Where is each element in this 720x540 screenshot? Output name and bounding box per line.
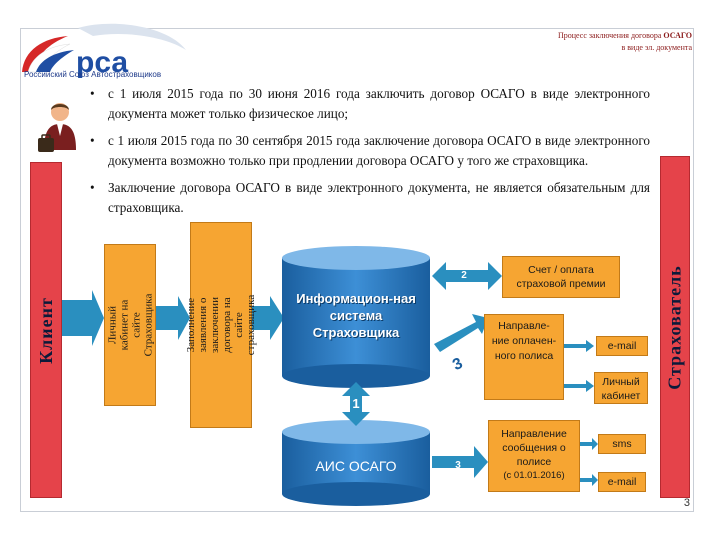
sms-box: sms [598,434,646,454]
header-line1-bold: ОСАГО [663,31,692,40]
number-3-lower: 3 [455,460,461,471]
slide-header: Процесс заключения договора ОСАГО в виде… [558,30,692,54]
info-system-cylinder [282,246,430,388]
arrow-to-email2 [580,474,598,486]
insured-label: Страхователь [664,264,685,390]
arrow-2 [432,262,502,290]
insured-bar: Страхователь [660,156,690,498]
header-line2: в виде эл. документа [621,43,692,52]
sending-message-box: Направление сообщения о полисе (с 01.01.… [488,420,580,492]
bullet-item: Заключение договора ОСАГО в виде электро… [88,178,650,217]
application-box: Заполнение заявления о заключении догово… [185,222,257,428]
email-box-2: e-mail [598,472,646,492]
sending-message-date: (с 01.01.2016) [503,470,565,481]
bullet-item: с 1 июля 2015 года по 30 июня 2016 года … [88,84,650,123]
ais-label: АИС ОСАГО [315,458,397,474]
bullet-item: с 1 июля 2015 года по 30 сентября 2015 г… [88,131,650,170]
bullet-list: с 1 июля 2015 года по 30 июня 2016 года … [88,84,650,225]
personal-cabinet-box: Личный кабинет [594,372,648,404]
logo-subtitle: Российский Союз Автостраховщиков [24,70,162,79]
sending-message-label: Направление сообщения о полисе [501,428,567,468]
email-box-1: e-mail [596,336,648,356]
arrow-to-sms [580,438,598,450]
number-1: 1 [352,396,360,411]
rsa-logo: рса [22,23,186,79]
cabinet-box: Личный кабинет на сайте Страховщика [104,244,156,406]
arrow-client-cabinet [62,290,104,346]
ais-cylinder [282,420,430,506]
number-2: 2 [461,270,467,281]
arrow-to-cabinet [564,380,594,392]
logo-text: рса [76,46,128,79]
arrow-cabinet-application [154,296,190,340]
cabinet-label: Личный кабинет на сайте Страховщика [106,293,155,357]
header-line1-prefix: Процесс заключения договора [557,31,664,40]
arrow-application-is [250,296,284,340]
page-number: 3 [683,497,690,509]
application-label: Заполнение заявления о заключении догово… [185,294,258,356]
person-icon [38,103,76,152]
arrow-1 [342,382,370,426]
info-system-label: Информацион-ная система Страховщика [296,291,416,340]
invoice-box: Счет / оплата страховой премии [502,256,620,298]
client-bar: Клиент [30,162,62,498]
arrow-3-upper [434,314,488,352]
client-label: Клиент [35,296,56,364]
arrow-to-email1 [564,340,594,352]
arrow-3-lower [432,446,488,478]
sending-paid-box: Направле-ние оплачен-ного полиса [484,314,564,400]
